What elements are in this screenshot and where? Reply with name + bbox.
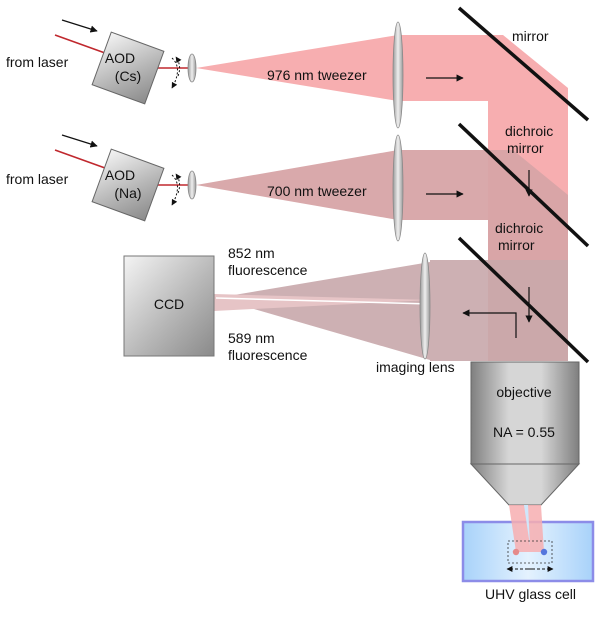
glass-cell-label: UHV glass cell	[485, 586, 576, 602]
aod-cs-deflection-arrow-up	[175, 56, 182, 77]
focused-beams	[509, 505, 544, 552]
tweezer-976-label: 976 nm tweezer	[267, 67, 367, 83]
imaging-lens-label: imaging lens	[376, 359, 455, 375]
na-collimated-beam	[398, 150, 488, 220]
dichroic-mirror-2-label-line1: dichroic	[495, 220, 543, 236]
na-tweezer-beam	[196, 150, 398, 220]
aod-cs-label-line2: (Cs)	[115, 68, 141, 84]
aod-na-deflection-arrow	[171, 174, 178, 206]
from-laser-label-1: from laser	[6, 54, 69, 70]
objective-label: objective	[496, 384, 551, 400]
fluorescence-852-label-line2: fluorescence	[228, 262, 308, 278]
cs-beam-corner-fill	[488, 35, 568, 116]
cs-tweezer-lens	[392, 21, 404, 129]
aod-cs-deflection-arrow	[171, 57, 178, 89]
aod-na-box	[91, 148, 165, 222]
trap-region	[507, 540, 553, 564]
fluorescence-589-label-line1: 589 nm	[228, 330, 275, 346]
laser-line-na	[54, 149, 106, 169]
ccd-label: CCD	[154, 296, 184, 312]
aod-na-label-line2: (Na)	[114, 185, 141, 201]
cs-collimated-beam	[398, 35, 488, 101]
dichroic-mirror-1-label-line2: mirror	[507, 140, 544, 156]
aod-na-lens	[187, 170, 197, 200]
fluorescence-852-label-line1: 852 nm	[228, 245, 275, 261]
objective-cone	[469, 463, 581, 506]
aod-na-label-line1: AOD	[105, 167, 135, 183]
fluorescence-589-label-line2: fluorescence	[228, 347, 308, 363]
tweezer-700-label: 700 nm tweezer	[267, 183, 367, 199]
aod-na-deflection-arrow-up	[175, 173, 182, 194]
mirror-label: mirror	[512, 28, 549, 44]
dichroic-mirror-1-label-line1: dichroic	[505, 123, 553, 139]
na-value-label: NA = 0.55	[493, 424, 555, 440]
focused-beam-gap	[524, 505, 530, 546]
input-arrow-cs	[61, 19, 98, 33]
aod-cs-lens	[187, 53, 197, 83]
cs-tweezer-beam	[196, 35, 398, 101]
fluorescence-split-line	[215, 297, 431, 305]
dichroic-mirror-1	[457, 122, 590, 248]
cs-atom	[512, 548, 520, 556]
imaging-lens	[419, 252, 431, 360]
input-arrow-na	[61, 134, 98, 148]
ccd-camera	[123, 255, 215, 357]
fluorescence-beam-split	[214, 294, 430, 311]
na-tweezer-lens	[392, 134, 404, 242]
fluorescence-beam-to-ccd	[216, 262, 430, 360]
objective-body	[470, 361, 580, 465]
from-laser-label-2: from laser	[6, 171, 69, 187]
aod-cs-label-line1: AOD	[105, 50, 135, 66]
aod-cs-box	[91, 31, 165, 105]
mirror	[457, 6, 590, 122]
laser-line-cs	[54, 34, 106, 54]
dichroic-mirror-2-label-line2: mirror	[498, 237, 535, 253]
dichroic-mirror-2	[457, 236, 590, 364]
na-atom	[540, 548, 548, 556]
fluorescence-beam-collimated	[430, 260, 488, 361]
fluorescence-return-arrow	[462, 309, 517, 338]
